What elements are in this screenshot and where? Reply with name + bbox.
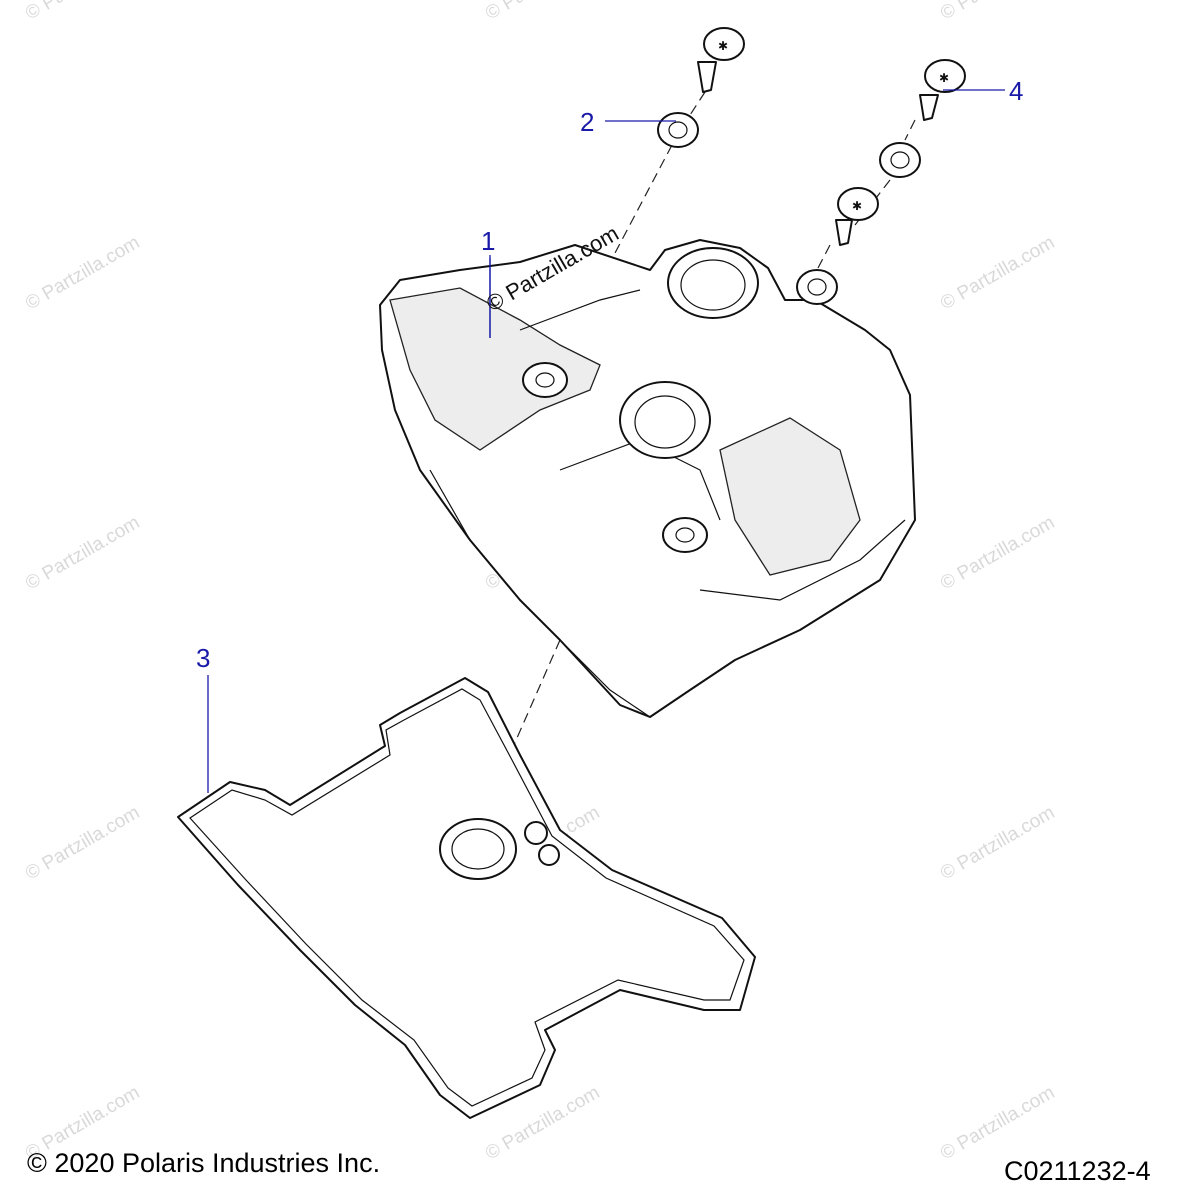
- watermark: © Partzilla.com: [937, 802, 1058, 884]
- callout-2-label: 2: [580, 107, 594, 137]
- grommet-upper-left: [657, 112, 699, 148]
- svg-text:✱: ✱: [939, 71, 949, 85]
- valve-cover: [379, 239, 916, 718]
- callout-3[interactable]: 3: [196, 643, 210, 793]
- watermark: © Partzilla.com: [22, 802, 143, 884]
- grommet-upper-right: [879, 142, 921, 178]
- bolt-middle-right: ✱: [835, 187, 879, 246]
- watermark: © Partzilla.com: [937, 0, 1058, 24]
- callout-2[interactable]: 2: [580, 107, 676, 137]
- watermark: © Partzilla.com: [22, 232, 143, 314]
- callout-3-label: 3: [196, 643, 210, 673]
- callout-4[interactable]: 4: [943, 76, 1023, 106]
- watermark: © Partzilla.com: [482, 0, 603, 24]
- watermark: © Partzilla.com: [22, 512, 143, 594]
- gasket: [177, 677, 756, 1119]
- watermark: © Partzilla.com: [937, 1082, 1058, 1164]
- bolt-top-left: ✱: [697, 27, 745, 93]
- callout-1[interactable]: 1: [481, 226, 495, 338]
- callout-4-label: 4: [1009, 76, 1023, 106]
- bolt-top-right: ✱: [919, 59, 966, 121]
- watermark: © Partzilla.com: [937, 232, 1058, 314]
- svg-text:✱: ✱: [852, 199, 862, 213]
- copyright-text: © 2020 Polaris Industries Inc.: [27, 1148, 380, 1178]
- grommet-lower-right: [796, 269, 838, 305]
- watermark: © Partzilla.com: [937, 512, 1058, 594]
- diagram-code: C0211232-4: [1004, 1156, 1151, 1186]
- svg-text:✱: ✱: [718, 39, 728, 53]
- watermark: © Partzilla.com: [22, 0, 143, 24]
- callout-1-label: 1: [481, 226, 495, 256]
